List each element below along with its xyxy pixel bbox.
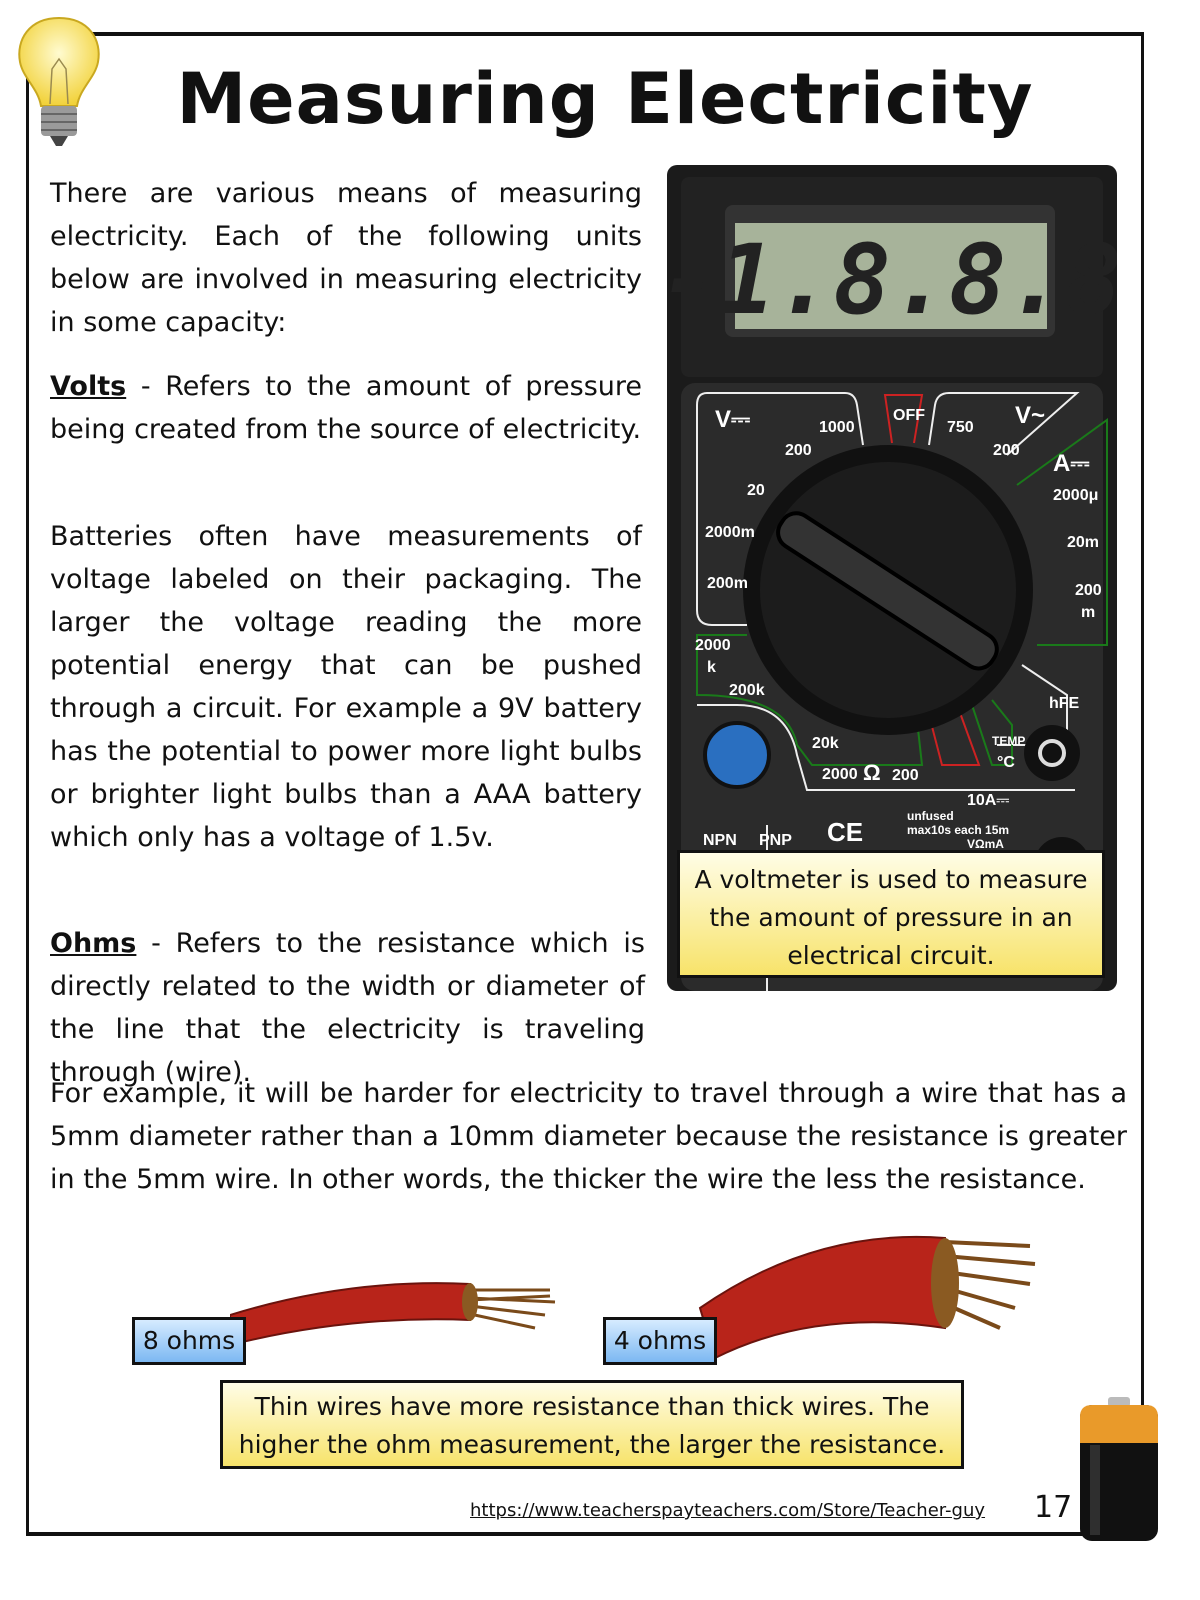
a10-label: 10A⎓ — [967, 792, 1009, 809]
v200-label: 200 — [785, 442, 812, 459]
thick-wire-image — [698, 1235, 1036, 1360]
wire-caption: Thin wires have more resistance than thi… — [220, 1380, 964, 1469]
temp-label: TEMP — [992, 734, 1025, 748]
ce-mark: CE — [827, 817, 863, 847]
volts-term: Volts — [50, 371, 127, 402]
ohms-paragraph: Ohms - Refers to the resistance which is… — [50, 922, 645, 1094]
ohms-term: Ohms — [50, 928, 137, 959]
off-label: OFF — [893, 407, 925, 424]
light-bulb-icon — [18, 16, 100, 146]
a20m-label: 20m — [1067, 534, 1099, 551]
lcd-reading: -1.8.8.8 — [667, 224, 1117, 336]
a2000u-label: 2000μ — [1053, 487, 1098, 504]
vohma-label: VΩmA — [967, 837, 1004, 851]
vac200-label: 200 — [993, 442, 1020, 459]
r2000b-label: 2000 — [822, 766, 858, 783]
r20k-label: 20k — [812, 735, 839, 752]
hfe-label: hFE — [1049, 695, 1080, 712]
unfused-label: unfused — [907, 809, 954, 823]
page-border — [26, 32, 1144, 1536]
adc-label: A⎓ — [1053, 450, 1089, 477]
v20-label: 20 — [747, 482, 765, 499]
vac-label: V~ — [1015, 402, 1045, 429]
vac750-label: 750 — [947, 419, 974, 436]
r200k-label: 200k — [729, 682, 765, 699]
thin-wire-image — [230, 1282, 556, 1347]
vdc-label: V⎓ — [715, 406, 750, 433]
thick-wire-label: 4 ohms — [603, 1317, 717, 1365]
page-number: 17 — [1034, 1490, 1073, 1525]
v200m-label: 200m — [707, 575, 748, 592]
example-paragraph: For example, it will be harder for elect… — [50, 1078, 1127, 1195]
a200m-unit-label: m — [1081, 604, 1095, 621]
com-jack — [1024, 725, 1080, 781]
multimeter-caption: A voltmeter is used to measure the amoun… — [677, 850, 1105, 978]
page-title: Measuring Electricity — [176, 58, 1034, 140]
pnp-label: PNP — [759, 832, 792, 849]
volts-paragraph: Volts - Refers to the amount of pressure… — [50, 365, 642, 451]
lcd-display — [735, 223, 1047, 329]
battery-icon — [1080, 1397, 1158, 1541]
ohms-definition: - Refers to the resistance which is dire… — [50, 928, 645, 1088]
volts-definition: - Refers to the amount of pressure being… — [50, 371, 642, 445]
thin-wire-label: 8 ohms — [132, 1317, 246, 1365]
v2000m-label: 2000m — [705, 524, 755, 541]
npn-label: NPN — [703, 832, 737, 849]
transistor-socket — [703, 721, 771, 789]
v1000-label: 1000 — [819, 419, 855, 436]
ohm-label: Ω — [863, 760, 881, 785]
degc-label: °C — [997, 754, 1015, 771]
intro-paragraph: There are various means of measuring ele… — [50, 178, 642, 338]
r2000-unit-label: k — [707, 659, 716, 676]
store-link[interactable]: https://www.teacherspayteachers.com/Stor… — [470, 1500, 986, 1521]
max-label: max10s each 15m — [907, 823, 1009, 837]
dial-pointer — [776, 511, 999, 671]
batteries-paragraph: Batteries often have measurements of vol… — [50, 521, 642, 853]
a200-label: 200 — [1075, 582, 1102, 599]
r200-label: 200 — [892, 767, 919, 784]
multimeter-image: -1.8.8.8 V⎓ 1000 200 20 2000m 200m OFF 7… — [667, 165, 1117, 991]
r2000-label: 2000 — [695, 637, 731, 654]
